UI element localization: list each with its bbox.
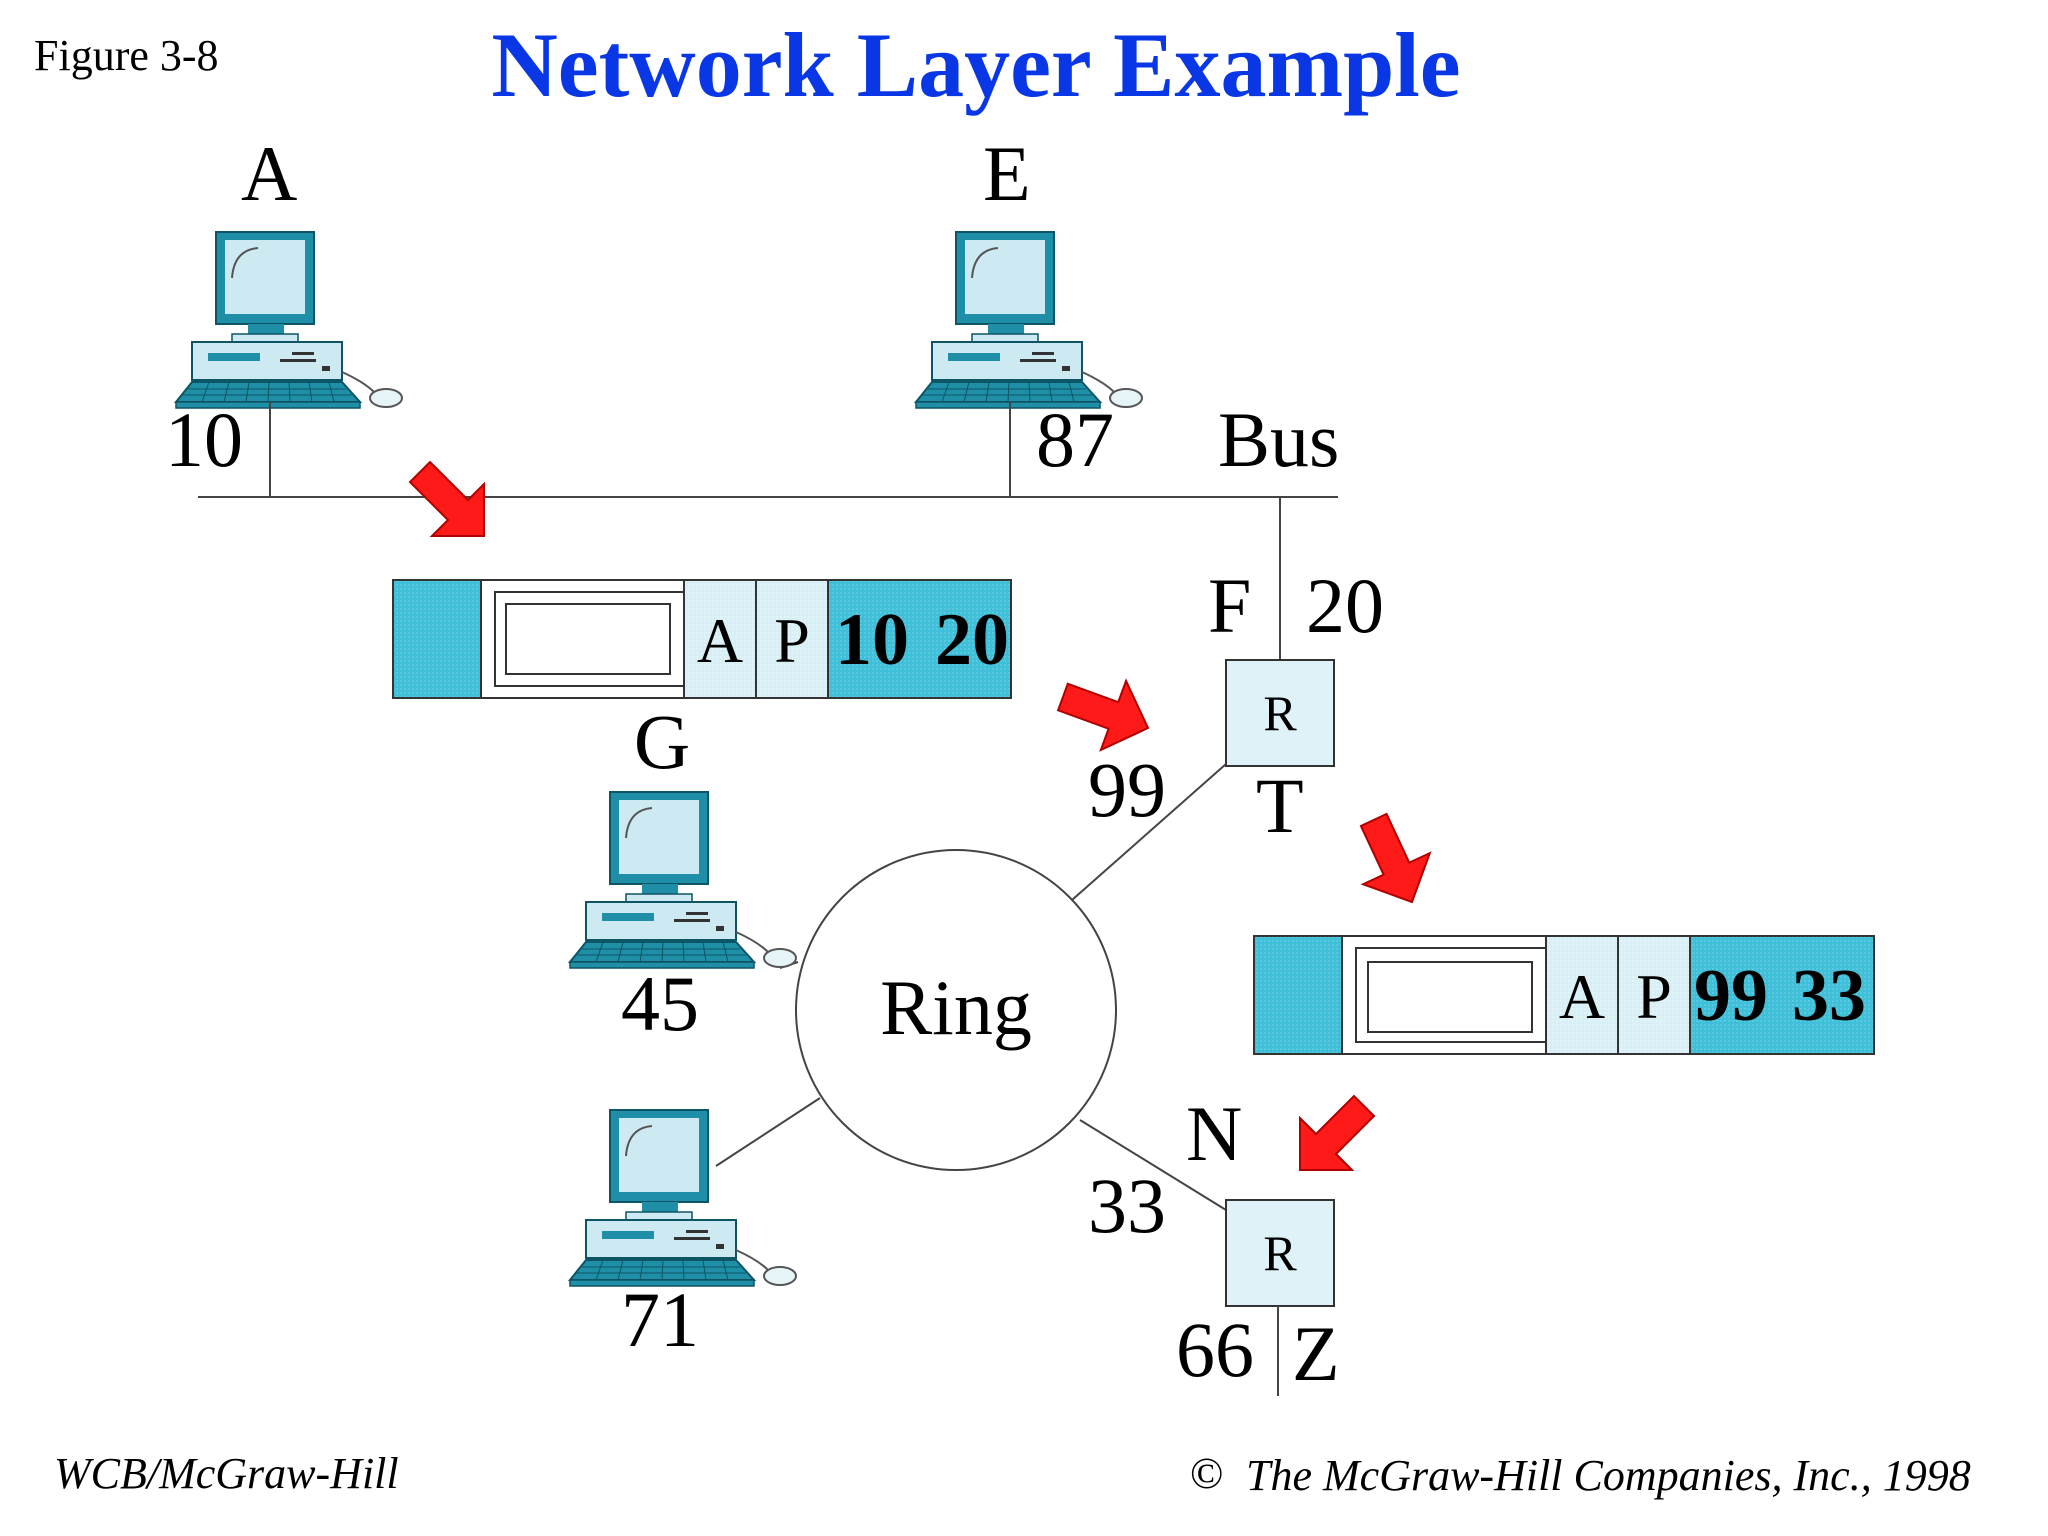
router-bottom-addr-33: 33 — [1088, 1162, 1166, 1249]
computer-e-icon — [915, 231, 1143, 409]
red-arrow-icon — [409, 461, 485, 537]
ring-label: Ring — [880, 964, 1032, 1051]
packet-1-dst: 20 — [935, 599, 1009, 681]
packet-1-p: P — [774, 605, 810, 676]
bus-label: Bus — [1218, 396, 1339, 483]
figure-number: Figure 3-8 — [34, 31, 219, 80]
computer-g-icon — [569, 791, 797, 969]
packet-2-p: P — [1636, 961, 1672, 1032]
ring-network — [795, 849, 1117, 1171]
packet-2-src: 99 — [1694, 955, 1768, 1037]
station-ring-addr: 71 — [621, 1276, 699, 1363]
packet-1: A P 10 20 — [392, 579, 1012, 699]
footer-publisher: WCB/McGraw-Hill — [54, 1449, 399, 1498]
footer-copyright: The McGraw-Hill Companies, Inc., 1998 — [1246, 1451, 1971, 1500]
red-arrow-icon — [1299, 1095, 1375, 1171]
router-top-name-f: F — [1208, 562, 1251, 649]
router-bottom-addr-66: 66 — [1176, 1306, 1254, 1393]
ring-link-other — [715, 1097, 821, 1167]
router-bottom-box — [1225, 1199, 1335, 1307]
packet-1-a: A — [697, 605, 743, 676]
station-a-name: A — [241, 130, 297, 217]
router-top-name-t: T — [1256, 762, 1304, 849]
station-g-name: G — [634, 698, 690, 785]
station-g-addr: 45 — [621, 960, 699, 1047]
ring-link-router-bottom — [1079, 1119, 1227, 1211]
ring-link-router-top — [1071, 763, 1227, 901]
router-bottom-name-n: N — [1186, 1090, 1242, 1177]
router-top-addr-99: 99 — [1088, 746, 1166, 833]
station-a-addr: 10 — [165, 396, 243, 483]
copyright-icon: © — [1190, 1449, 1223, 1498]
packet-2-dst: 33 — [1792, 955, 1866, 1037]
router-top-label: R — [1263, 685, 1297, 741]
packet-2-a: A — [1559, 961, 1605, 1032]
router-top-addr-f: 20 — [1306, 562, 1384, 649]
router-top-box — [1225, 659, 1335, 767]
red-arrow-icon — [1341, 806, 1439, 903]
packet-2: A P 99 33 — [1253, 935, 1875, 1055]
station-e-addr: 87 — [1036, 396, 1114, 483]
computer-a-icon — [175, 231, 403, 409]
packet-1-src: 10 — [835, 599, 909, 681]
page-title: Network Layer Example — [491, 14, 1460, 116]
station-e-name: E — [983, 130, 1031, 217]
red-arrow-icon — [1048, 659, 1149, 761]
router-bottom-name-z: Z — [1292, 1310, 1340, 1397]
router-bottom-label: R — [1263, 1225, 1297, 1281]
